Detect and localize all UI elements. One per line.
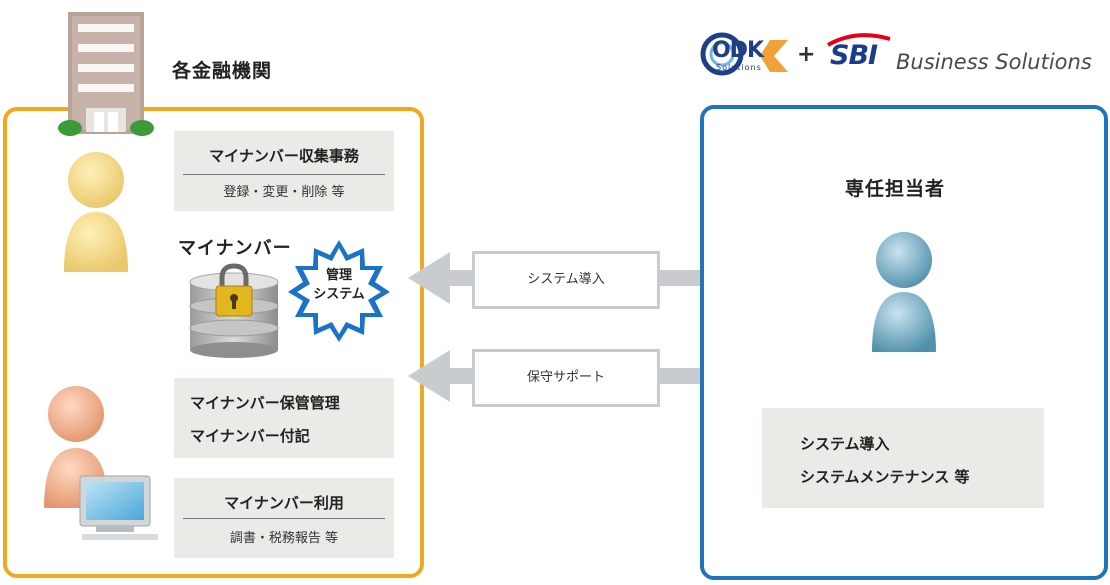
sbi-swoosh-icon bbox=[827, 33, 891, 47]
sbi-tagline: Business Solutions bbox=[896, 50, 1092, 74]
dedicated-staff-title: 専任担当者 bbox=[845, 178, 946, 200]
services-line-2: システムメンテナンス 等 bbox=[800, 468, 970, 486]
badge-line-1: 管理 bbox=[325, 268, 352, 283]
storage-box: マイナンバー保管管理 マイナンバー付記 bbox=[174, 378, 394, 458]
financial-institution-frame bbox=[3, 107, 424, 578]
usage-box: マイナンバー利用 調書・税務報告 等 bbox=[174, 478, 394, 558]
arrow-label-system-install: システム導入 bbox=[472, 251, 660, 309]
sbi-logo-text: SBI bbox=[830, 40, 878, 71]
services-box: システム導入 システムメンテナンス 等 bbox=[762, 408, 1044, 508]
database-lock-icon bbox=[189, 263, 279, 358]
mynumber-label: マイナンバー bbox=[178, 238, 292, 259]
collection-title: マイナンバー収集事務 bbox=[209, 147, 359, 165]
divider bbox=[183, 174, 385, 175]
institution-title: 各金融機関 bbox=[172, 60, 273, 82]
odk-logo-icon bbox=[700, 32, 788, 76]
management-system-label: 管理 システム bbox=[286, 266, 392, 304]
divider bbox=[183, 518, 385, 519]
management-system-badge-icon bbox=[288, 240, 390, 342]
logo-plus: + bbox=[797, 42, 816, 67]
person-with-computer-icon bbox=[44, 386, 158, 540]
usage-subtitle: 調書・税務報告 等 bbox=[229, 531, 339, 546]
person-icon bbox=[64, 152, 128, 272]
usage-title: マイナンバー利用 bbox=[224, 494, 344, 512]
collection-box: マイナンバー収集事務 登録・変更・削除 等 bbox=[174, 131, 394, 211]
building-icon bbox=[58, 12, 154, 136]
person-icon bbox=[872, 232, 936, 352]
storage-line-1: マイナンバー保管管理 bbox=[190, 394, 340, 412]
services-line-1: システム導入 bbox=[800, 435, 890, 453]
arrow-label-maintenance: 保守サポート bbox=[472, 349, 660, 407]
dedicated-staff-frame bbox=[700, 105, 1108, 580]
badge-line-2: システム bbox=[313, 287, 365, 302]
odk-logo-text: ODK bbox=[712, 38, 764, 63]
storage-line-2: マイナンバー付記 bbox=[190, 427, 310, 445]
collection-subtitle: 登録・変更・削除 等 bbox=[223, 185, 345, 200]
odk-logo-subtext: Solutions bbox=[716, 63, 762, 72]
